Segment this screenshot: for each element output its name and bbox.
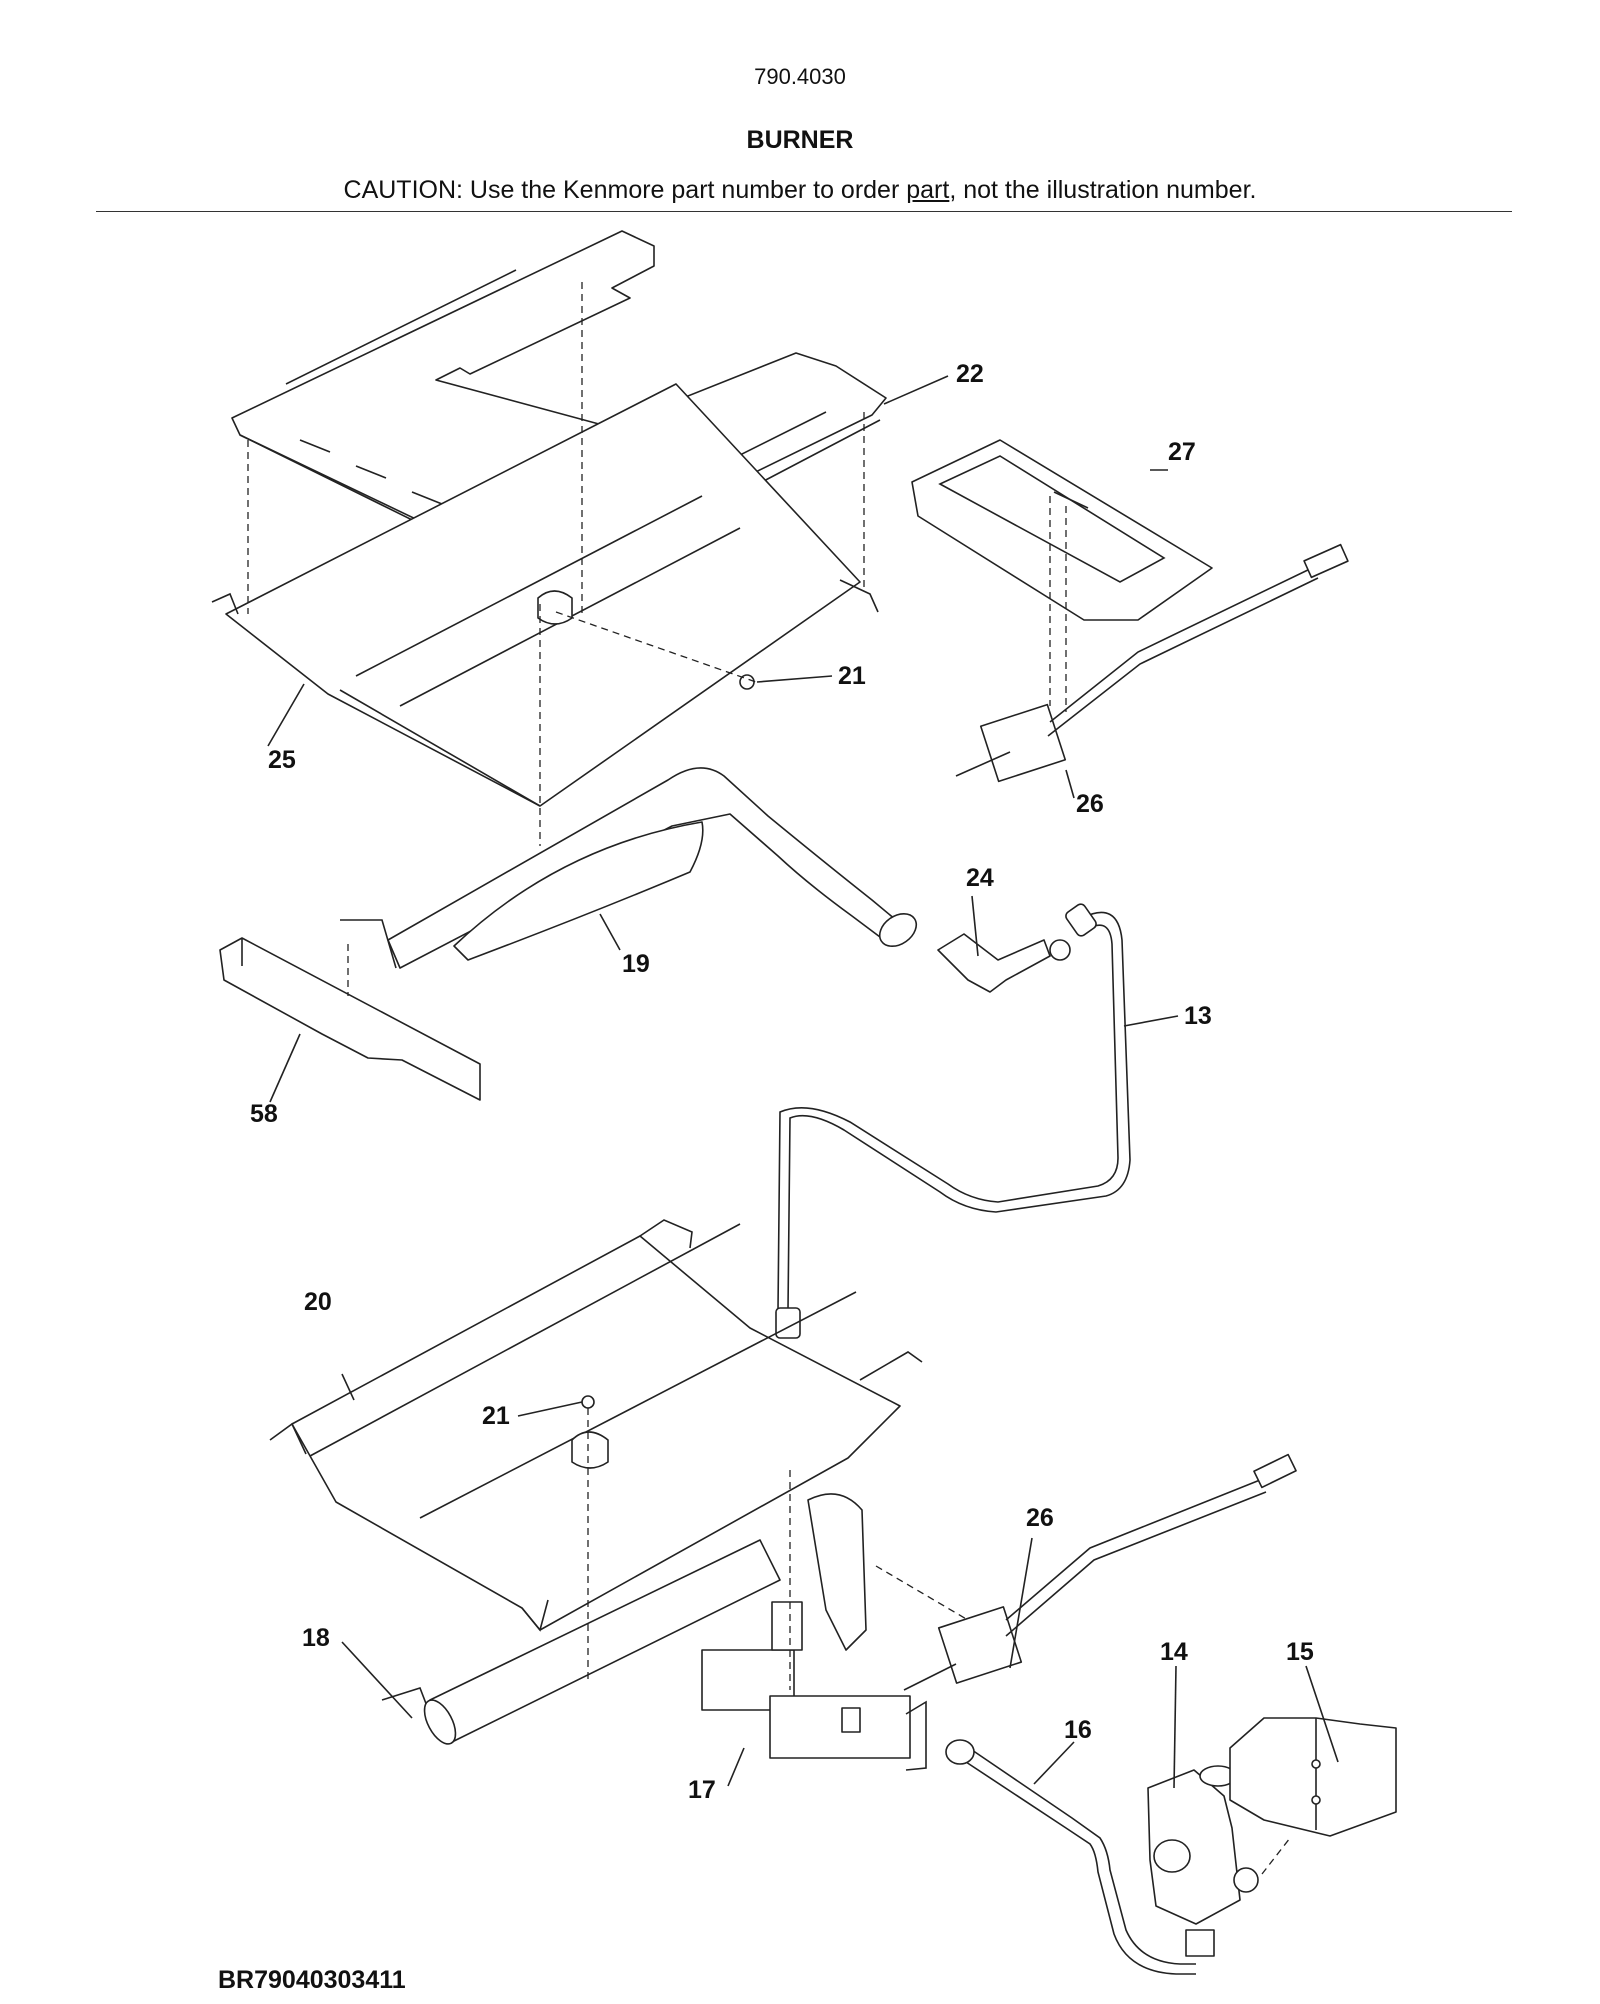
caution-note: CAUTION: Use the Kenmore part number to … <box>0 176 1600 205</box>
diagram-code: BR79040303411 <box>218 1966 406 1988</box>
model-number: 790.4030 <box>754 64 846 89</box>
part-17-valve <box>701 1601 927 1771</box>
callout-19: 19 <box>622 950 650 978</box>
callout-18: 18 <box>302 1624 330 1652</box>
callout-leaders <box>267 375 1339 1789</box>
callout-25: 25 <box>268 746 296 774</box>
callout-22: 22 <box>956 360 984 388</box>
part-18-lower-burner <box>381 1493 867 1745</box>
part-13-gas-tube <box>775 903 1131 1339</box>
callout-21-lower: 21 <box>482 1402 510 1430</box>
part-26-igniter-upper <box>955 543 1349 783</box>
part-58-bracket <box>219 937 481 1101</box>
callout-15: 15 <box>1286 1638 1314 1666</box>
part-15-bracket <box>1229 1717 1397 1837</box>
part-21-nut-upper <box>739 674 755 690</box>
callout-27: 27 <box>1168 438 1196 466</box>
callout-13: 13 <box>1184 1002 1212 1030</box>
part-16-supply-tube <box>945 1739 1196 1975</box>
part-14-regulator <box>1147 1765 1259 1957</box>
callout-14: 14 <box>1160 1638 1188 1666</box>
part-24-orifice <box>937 933 1071 993</box>
callout-20: 20 <box>304 1288 332 1316</box>
part-20-lower-baffle <box>269 1219 923 1632</box>
callout-58: 58 <box>250 1100 278 1128</box>
part-26-igniter-lower <box>903 1453 1297 1691</box>
callout-21: 21 <box>838 662 866 690</box>
caution-text-end: , not the illustration number. <box>949 176 1257 204</box>
callout-26-lower: 26 <box>1026 1504 1054 1532</box>
part-27-electrode-plate <box>911 439 1213 621</box>
callout-24: 24 <box>966 864 994 892</box>
caution-part-link[interactable]: part <box>906 176 950 204</box>
caution-text-start: CAUTION: Use the Kenmore part number to … <box>343 176 907 204</box>
header-divider <box>96 211 1512 212</box>
part-19-upper-burner <box>340 767 918 969</box>
alignment-lines <box>247 282 1291 1875</box>
callout-17: 17 <box>688 1776 716 1804</box>
callout-16: 16 <box>1064 1716 1092 1744</box>
diagram-title: BURNER <box>746 126 854 154</box>
callout-26: 26 <box>1076 790 1104 818</box>
